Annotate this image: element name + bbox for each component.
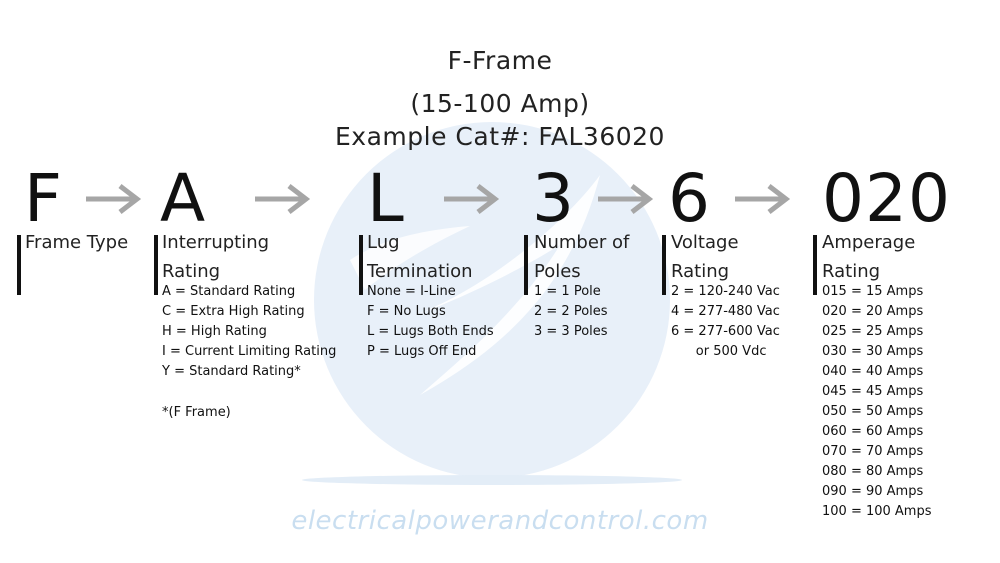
option-item: 025 = 25 Amps xyxy=(822,324,924,339)
option-item: 6 = 277-600 Vac xyxy=(671,324,780,339)
option-item: 4 = 277-480 Vac xyxy=(671,304,780,319)
option-item: 080 = 80 Amps xyxy=(822,464,924,479)
option-item: L = Lugs Both Ends xyxy=(367,324,494,339)
option-item: 015 = 15 Amps xyxy=(822,284,924,299)
option-item: 030 = 30 Amps xyxy=(822,344,924,359)
heading-poles-line2: Poles xyxy=(534,261,581,282)
option-item: 090 = 90 Amps xyxy=(822,484,924,499)
voltage-options: 2 = 120-240 Vac 4 = 277-480 Vac 6 = 277-… xyxy=(671,282,780,362)
arrow-right-icon xyxy=(255,184,311,214)
amperage-options: 015 = 15 Amps 020 = 20 Amps 025 = 25 Amp… xyxy=(822,282,932,522)
option-item: P = Lugs Off End xyxy=(367,344,477,359)
code-letter-poles: 3 xyxy=(532,160,575,237)
section-bar-lug xyxy=(359,235,363,295)
option-item: F = No Lugs xyxy=(367,304,446,319)
heading-lug-line1: Lug xyxy=(367,232,400,253)
option-item: or 500 Vdc xyxy=(671,344,767,359)
option-item: 060 = 60 Amps xyxy=(822,424,924,439)
arrow-right-icon xyxy=(86,184,142,214)
heading-amperage-line1: Amperage xyxy=(822,232,916,253)
option-item: H = High Rating xyxy=(162,324,267,339)
code-letter-lug: L xyxy=(367,160,405,237)
watermark-swoosh-2 xyxy=(350,226,470,290)
option-item: A = Standard Rating xyxy=(162,284,296,299)
title-frame: F-Frame xyxy=(447,46,553,75)
option-item: 070 = 70 Amps xyxy=(822,444,924,459)
arrow-right-icon xyxy=(735,184,791,214)
option-item: None = I-Line xyxy=(367,284,456,299)
option-item: 020 = 20 Amps xyxy=(822,304,924,319)
heading-voltage-line2: Rating xyxy=(671,261,730,282)
option-item: 050 = 50 Amps xyxy=(822,404,924,419)
option-item: 3 = 3 Poles xyxy=(534,324,608,339)
option-item: 040 = 40 Amps xyxy=(822,364,924,379)
arrow-right-icon xyxy=(444,184,500,214)
option-item: Y = Standard Rating* xyxy=(162,364,301,379)
code-letter-interrupting: A xyxy=(160,160,207,237)
section-bar-voltage xyxy=(662,235,666,295)
title-example-cat: Example Cat#: FAL36020 xyxy=(335,122,665,151)
arrow-right-icon xyxy=(598,184,654,214)
interrupting-options: A = Standard Rating C = Extra High Ratin… xyxy=(162,282,336,382)
code-letter-amperage: 020 xyxy=(822,160,951,237)
heading-lug-line2: Termination xyxy=(367,261,473,282)
heading-voltage-line1: Voltage xyxy=(671,232,739,253)
code-letter-frame: F xyxy=(24,160,63,237)
title-amp-range: (15-100 Amp) xyxy=(410,89,590,118)
section-bar-amperage xyxy=(813,235,817,295)
option-item: 2 = 120-240 Vac xyxy=(671,284,780,299)
option-item: I = Current Limiting Rating xyxy=(162,344,337,359)
option-item: 100 = 100 Amps xyxy=(822,504,932,519)
watermark-site-text: electricalpowerandcontrol.com xyxy=(291,506,709,536)
option-item: 2 = 2 Poles xyxy=(534,304,608,319)
interrupting-footnote: *(F Frame) xyxy=(162,405,231,420)
option-item: C = Extra High Rating xyxy=(162,304,305,319)
heading-amperage-line2: Rating xyxy=(822,261,881,282)
heading-interrupting-line1: Interrupting xyxy=(162,232,270,253)
heading-frame-type: Frame Type xyxy=(25,232,129,253)
section-bar-interrupting xyxy=(154,235,158,295)
watermark-underline xyxy=(302,475,682,485)
section-bar-frame xyxy=(17,235,21,295)
poles-options: 1 = 1 Pole 2 = 2 Poles 3 = 3 Poles xyxy=(534,282,608,342)
code-letter-voltage: 6 xyxy=(668,160,711,237)
section-bar-poles xyxy=(524,235,528,295)
option-item: 045 = 45 Amps xyxy=(822,384,924,399)
option-item: 1 = 1 Pole xyxy=(534,284,601,299)
heading-interrupting-line2: Rating xyxy=(162,261,221,282)
lug-options: None = I-Line F = No Lugs L = Lugs Both … xyxy=(367,282,494,362)
watermark-swoosh xyxy=(400,175,600,395)
heading-poles-line1: Number of xyxy=(534,232,630,253)
